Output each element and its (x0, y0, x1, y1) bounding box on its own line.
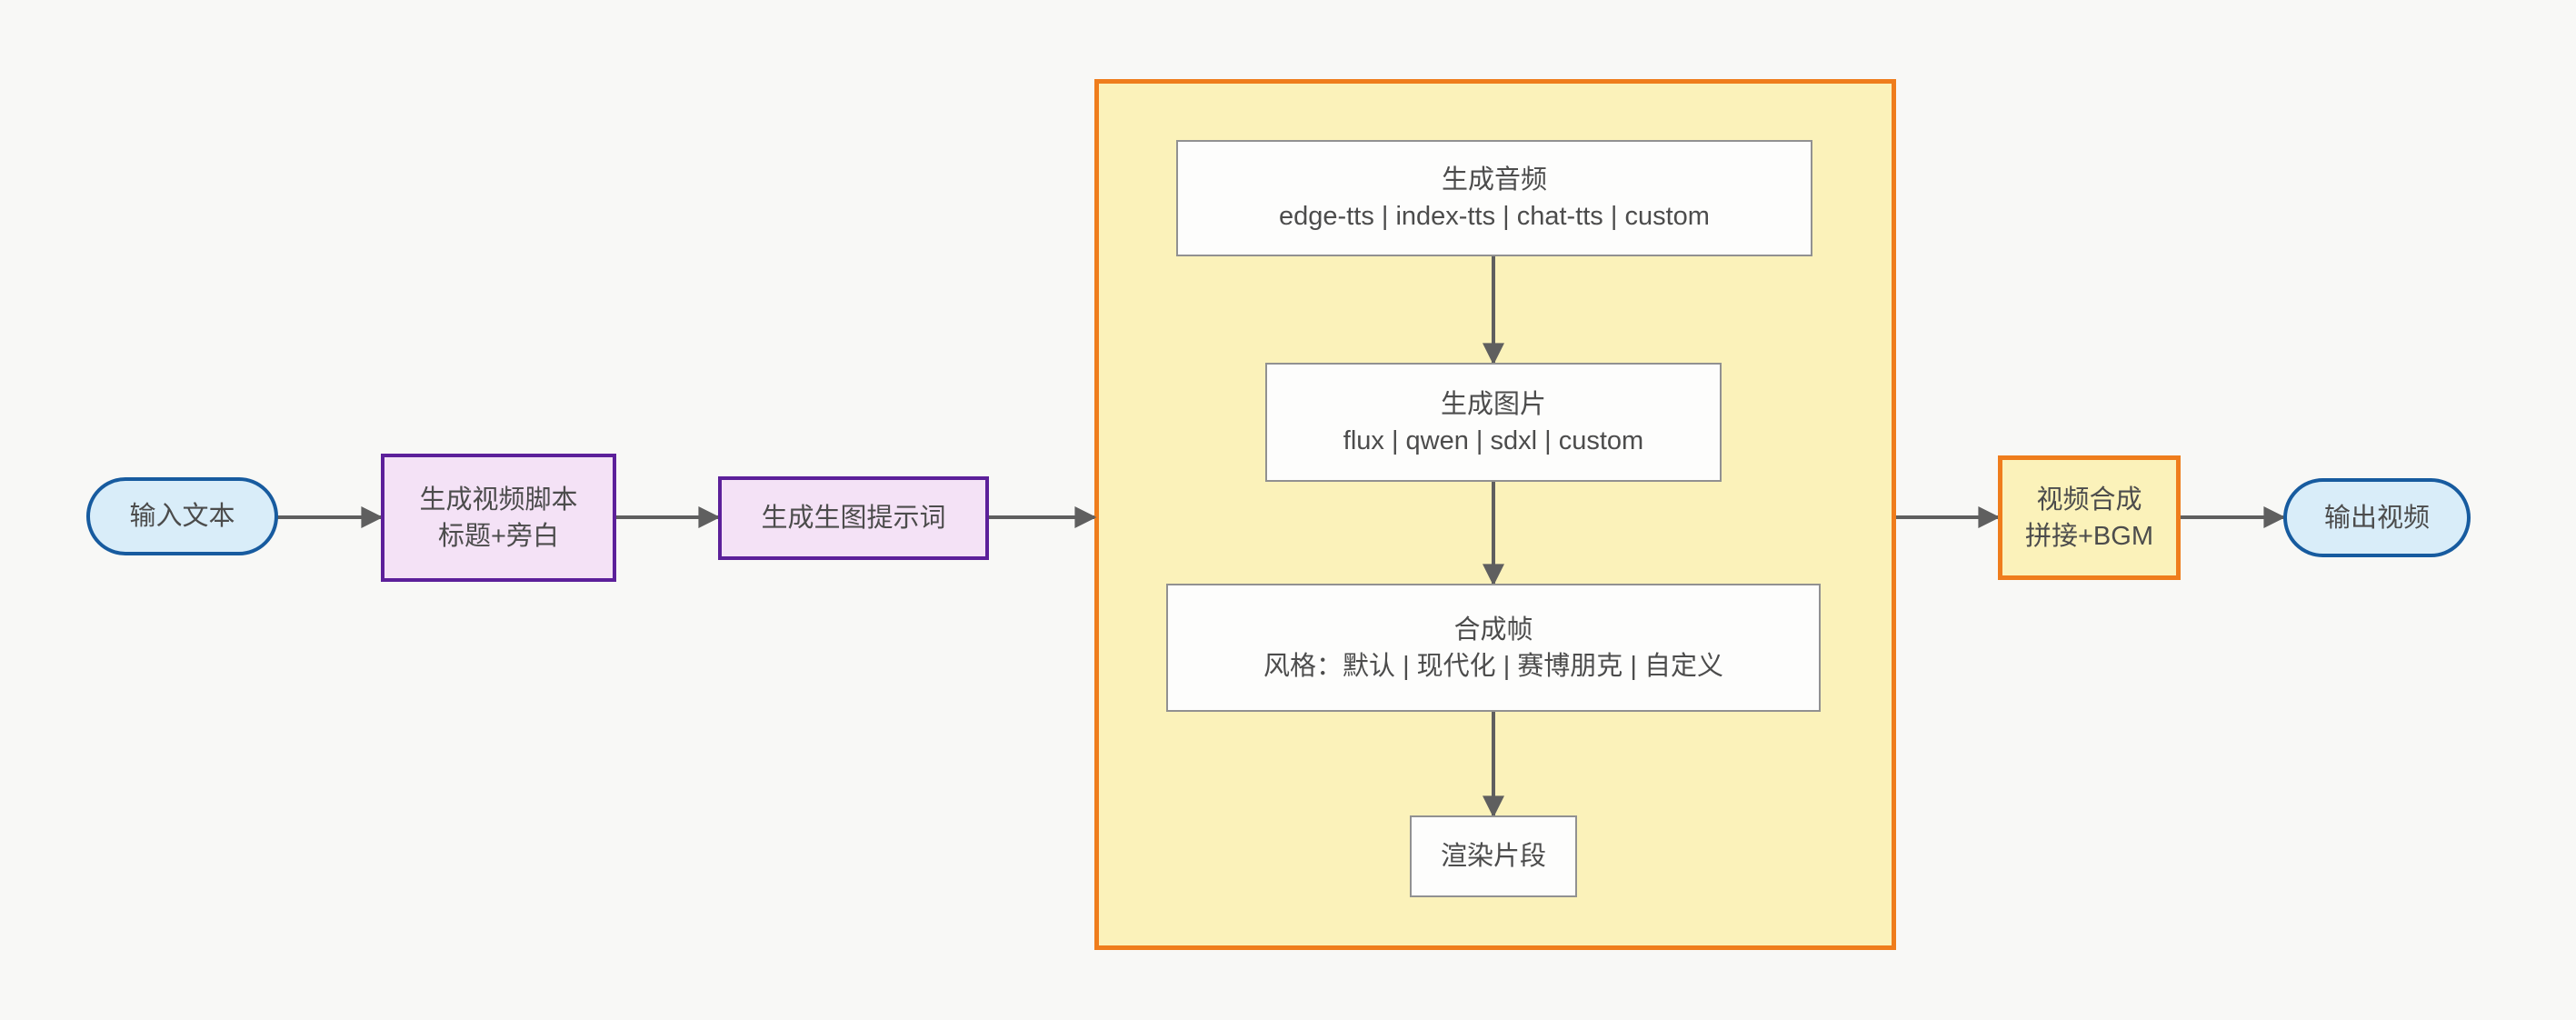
node-generate-image-prompt: 生成生图提示词 (718, 476, 989, 560)
node-generate-audio: 生成音频 edge-tts | index-tts | chat-tts | c… (1176, 140, 1812, 256)
node-generate-image-title: 生成图片 (1440, 389, 1546, 419)
node-generate-audio-title: 生成音频 (1441, 165, 1547, 195)
node-compose-frames: 合成帧 风格：默认 | 现代化 | 赛博朋克 | 自定义 (1166, 584, 1821, 712)
node-generate-image-subtitle: flux | qwen | sdxl | custom (1343, 425, 1644, 455)
node-compose-frames-title: 合成帧 (1453, 615, 1533, 645)
node-input-text: 输入文本 (86, 477, 278, 555)
node-generate-image: 生成图片 flux | qwen | sdxl | custom (1265, 363, 1722, 482)
node-render-clip: 渲染片段 (1410, 815, 1577, 897)
node-generate-script-subtitle: 标题+旁白 (438, 521, 559, 551)
node-video-compose-subtitle: 拼接+BGM (2025, 521, 2153, 551)
node-output-video: 输出视频 (2283, 478, 2471, 557)
node-generate-audio-subtitle: edge-tts | index-tts | chat-tts | custom (1279, 202, 1710, 231)
node-generate-script: 生成视频脚本 标题+旁白 (381, 454, 616, 582)
node-render-clip-label: 渲染片段 (1440, 842, 1546, 871)
node-video-compose: 视频合成 拼接+BGM (1998, 455, 2181, 580)
node-input-text-label: 输入文本 (129, 502, 235, 531)
node-compose-frames-subtitle: 风格：默认 | 现代化 | 赛博朋克 | 自定义 (1263, 651, 1723, 681)
node-generate-image-prompt-label: 生成生图提示词 (761, 504, 946, 533)
node-output-video-label: 输出视频 (2323, 503, 2430, 533)
node-video-compose-title: 视频合成 (2036, 485, 2142, 515)
node-generate-script-title: 生成视频脚本 (419, 485, 578, 515)
